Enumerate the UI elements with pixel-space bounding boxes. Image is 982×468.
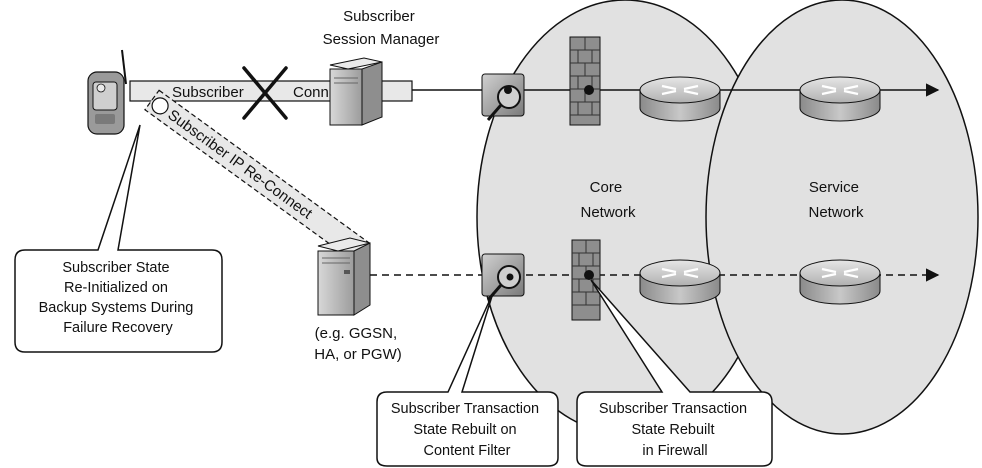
router-core-icon xyxy=(639,76,721,122)
svg-text:Subscriber Transaction S: Subscriber Transaction State Rebuilt on … xyxy=(391,401,543,459)
router-service-backup-icon xyxy=(799,259,881,305)
service-network-label: Service Network xyxy=(808,179,864,221)
firewall-backup-icon xyxy=(571,239,601,321)
mobile-phone-icon xyxy=(87,49,127,135)
svg-text:Subscriber IP Re-Connect: Subscriber IP Re-Connect xyxy=(165,106,316,223)
firewall-icon xyxy=(569,36,601,126)
failure-x-icon xyxy=(242,66,288,120)
content-filter-backup-icon xyxy=(481,253,525,301)
session-manager-label: Subscriber Session Manager xyxy=(323,8,440,48)
svg-text:Subscriber: Subscriber xyxy=(172,84,244,101)
svg-text:Subscriber State Re-Init: Subscriber State Re-Initialized on Backu… xyxy=(39,260,198,336)
content-filter-icon xyxy=(481,73,525,121)
backup-server-icon xyxy=(317,237,371,316)
callout-subscriber-state: Subscriber State Re-Initialized on Backu… xyxy=(14,124,223,353)
service-network-ellipse xyxy=(705,0,979,435)
router-core-backup-icon xyxy=(639,259,721,305)
router-service-icon xyxy=(799,76,881,122)
callout-firewall: Subscriber Transaction State Rebuilt in … xyxy=(576,279,773,467)
svg-text:Subscriber Transaction S: Subscriber Transaction State Rebuilt in … xyxy=(599,401,751,459)
callout-content-filter: Subscriber Transaction State Rebuilt on … xyxy=(376,292,559,467)
session-manager-server-icon xyxy=(329,57,383,126)
core-network-label: Core Network xyxy=(580,179,636,221)
backup-systems-label: (e.g. GGSN, HA, or PGW) xyxy=(314,325,402,363)
